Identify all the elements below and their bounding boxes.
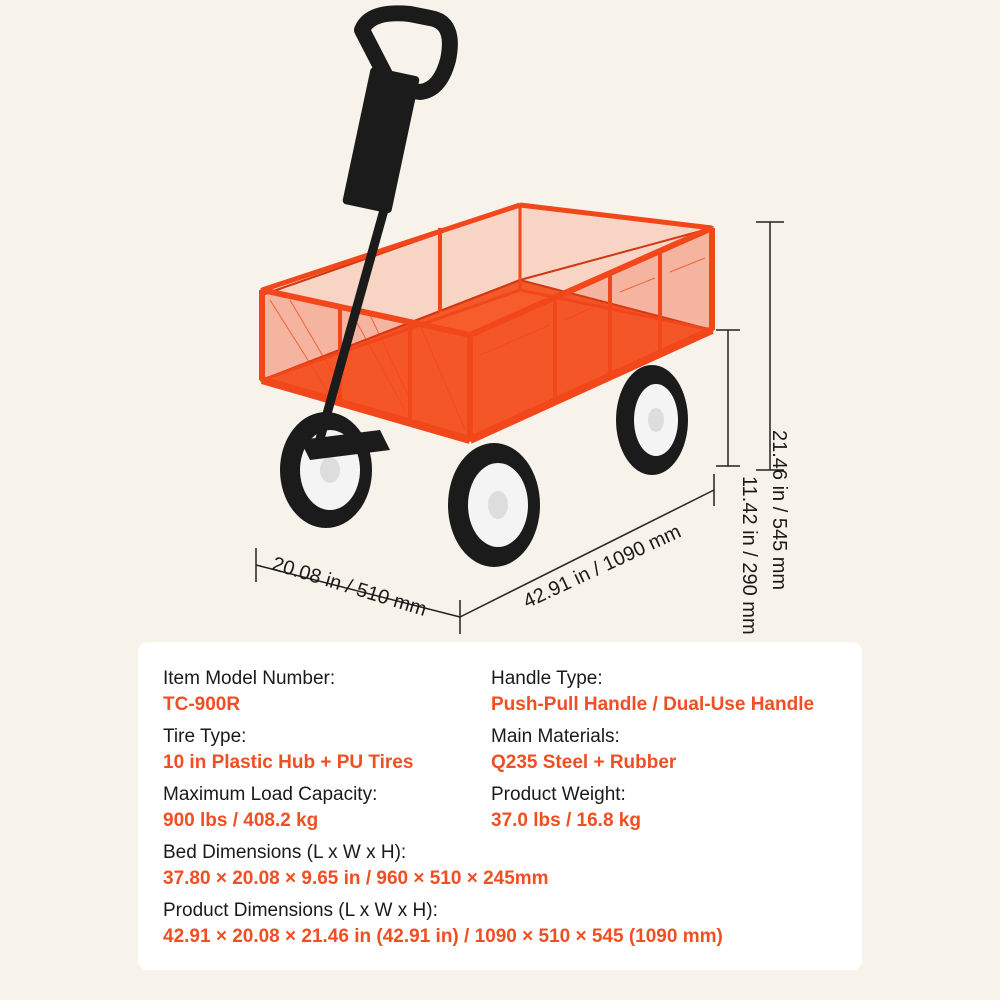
spec-value: 37.80 × 20.08 × 9.65 in / 960 × 510 × 24… (163, 868, 549, 889)
spec-value: Push-Pull Handle / Dual-Use Handle (491, 694, 815, 715)
spec-value: TC-900R (163, 694, 241, 715)
spec-handle: Handle Type: Push-Pull Handle / Dual-Use… (491, 667, 814, 717)
spec-label: Maximum Load Capacity: (163, 784, 378, 805)
push-pull-handle (313, 5, 458, 451)
specifications-card: Item Model Number: TC-900R Handle Type: … (138, 642, 862, 970)
cart-mesh (269, 233, 706, 431)
spec-label: Product Dimensions (L x W x H): (163, 900, 438, 921)
dimension-lines (255, 221, 784, 634)
garden-cart-image (255, 5, 784, 634)
spec-value: 10 in Plastic Hub + PU Tires (163, 752, 414, 773)
front-right-wheel (448, 443, 540, 567)
spec-materials: Main Materials: Q235 Steel + Rubber (491, 725, 676, 775)
spec-load: Maximum Load Capacity: 900 lbs / 408.2 k… (163, 783, 377, 833)
total-height-dimension-label: 21.46 in / 545 mm (768, 430, 790, 591)
spec-label: Item Model Number: (163, 668, 336, 689)
product-illustration: 20.08 in / 510 mm 42.91 in / 1090 mm 21.… (255, 5, 790, 635)
spec-value: 42.91 × 20.08 × 21.46 in (42.91 in) / 10… (163, 926, 723, 947)
spec-model: Item Model Number: TC-900R (163, 667, 335, 717)
spec-weight: Product Weight: 37.0 lbs / 16.8 kg (491, 783, 641, 833)
spec-label: Bed Dimensions (L x W x H): (163, 842, 407, 863)
spec-value: Q235 Steel + Rubber (491, 752, 677, 773)
spec-label: Product Weight: (491, 784, 626, 805)
rear-right-wheel (616, 365, 688, 475)
spec-bed-dimensions: Bed Dimensions (L x W x H): 37.80 × 20.0… (163, 841, 549, 891)
spec-value: 900 lbs / 408.2 kg (163, 810, 319, 831)
spec-label: Handle Type: (491, 668, 603, 689)
bed-height-dimension-label: 11.42 in / 290 mm (738, 476, 760, 635)
spec-value: 37.0 lbs / 16.8 kg (491, 810, 641, 831)
spec-label: Main Materials: (491, 726, 620, 747)
spec-label: Tire Type: (163, 726, 247, 747)
spec-tire: Tire Type: 10 in Plastic Hub + PU Tires (163, 725, 413, 775)
spec-product-dimensions: Product Dimensions (L x W x H): 42.91 × … (163, 899, 723, 949)
